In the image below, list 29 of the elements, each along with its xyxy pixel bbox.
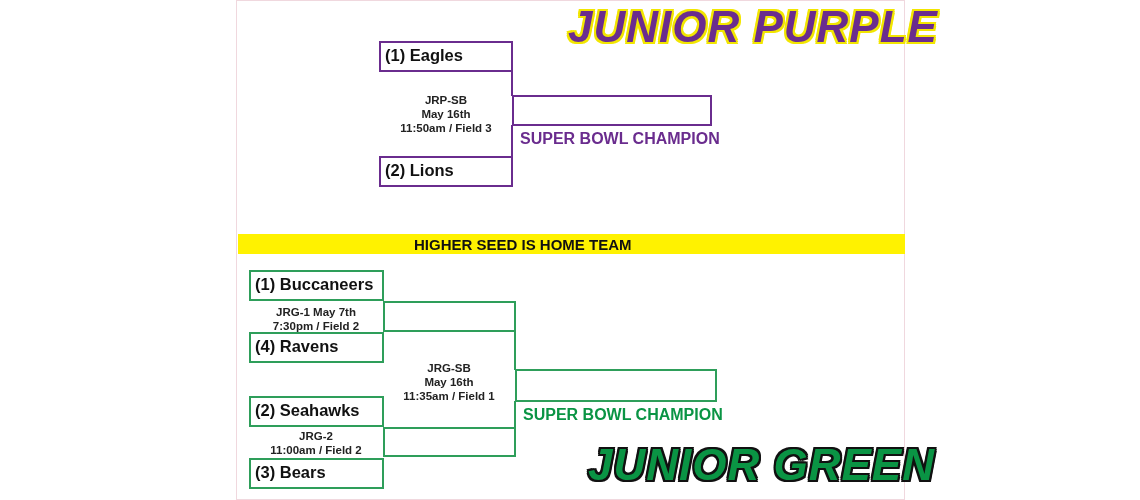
game-info: JRG-2	[299, 430, 333, 442]
division-title: JUNIOR GREEN	[588, 440, 935, 490]
game-info: 11:35am / Field 1	[403, 390, 495, 402]
game-info: 11:50am / Field 3	[400, 122, 492, 134]
game-info: 11:00am / Field 2	[270, 444, 362, 456]
team-box: (4) Ravens	[249, 332, 384, 363]
game-info: JRG-1 May 7th	[276, 306, 356, 318]
game-info: 7:30pm / Field 2	[272, 320, 360, 332]
bracket-line	[514, 400, 516, 429]
game-info: May 16th	[424, 376, 474, 388]
champion-caption: SUPER BOWL CHAMPION	[520, 130, 720, 148]
team-box: (1) Eagles	[379, 41, 513, 72]
bracket-slot	[383, 301, 516, 332]
team-box: (2) Seahawks	[249, 396, 384, 427]
banner: HIGHER SEED IS HOME TEAM	[238, 234, 905, 254]
bracket-line	[514, 330, 516, 371]
champion-caption: SUPER BOWL CHAMPION	[523, 406, 723, 424]
team-box: (1) Buccaneers	[249, 270, 384, 301]
bracket-slot	[383, 427, 516, 457]
team-box: (3) Bears	[249, 458, 384, 489]
game-info: JRG-SB	[427, 362, 471, 374]
bracket-line	[511, 124, 513, 158]
team-box: (2) Lions	[379, 156, 513, 187]
bracket-slot	[512, 95, 712, 126]
game-info: JRP-SB	[424, 94, 468, 106]
bracket-slot	[515, 369, 717, 402]
game-info: May 16th	[421, 108, 471, 120]
bracket-line	[511, 70, 513, 97]
division-title: JUNIOR PURPLE	[568, 2, 938, 52]
